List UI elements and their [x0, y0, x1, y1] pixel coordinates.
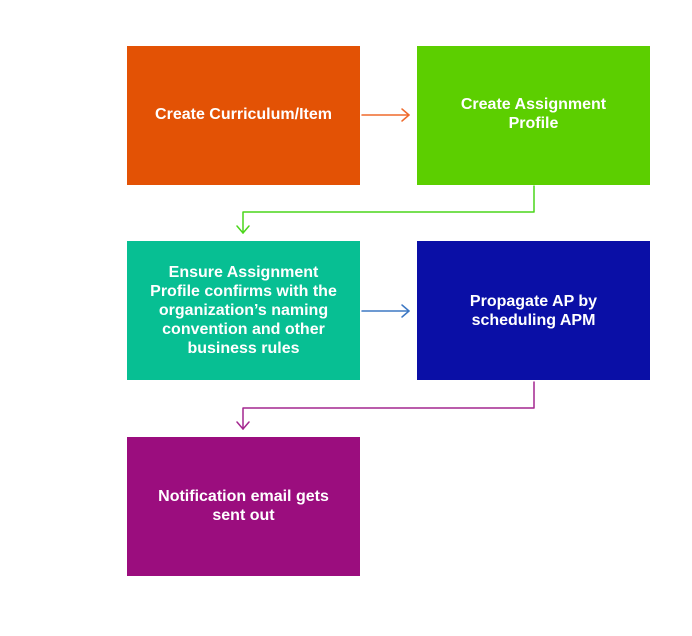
step-create-assignment-profile: Create Assignment Profile — [417, 46, 650, 185]
step-label: Create Curriculum/Item — [155, 106, 332, 123]
connector-arrow — [361, 304, 410, 318]
step-create-curriculum: Create Curriculum/Item — [127, 46, 360, 185]
step-propagate-ap: Propagate AP by scheduling APM — [417, 241, 650, 380]
step-label: Notification email gets sent out — [158, 487, 329, 524]
step-label: Ensure Assignment Profile confirms with … — [150, 264, 337, 357]
connector-arrow — [236, 381, 535, 430]
step-label: Create Assignment Profile — [460, 96, 607, 132]
connector-arrow — [236, 185, 535, 234]
connector-arrow — [361, 108, 410, 122]
step-notification-email: Notification email gets sent out — [127, 437, 360, 576]
step-ensure-assignment-profile: Ensure Assignment Profile confirms with … — [127, 241, 360, 380]
step-label: Propagate AP by scheduling APM — [469, 292, 598, 329]
